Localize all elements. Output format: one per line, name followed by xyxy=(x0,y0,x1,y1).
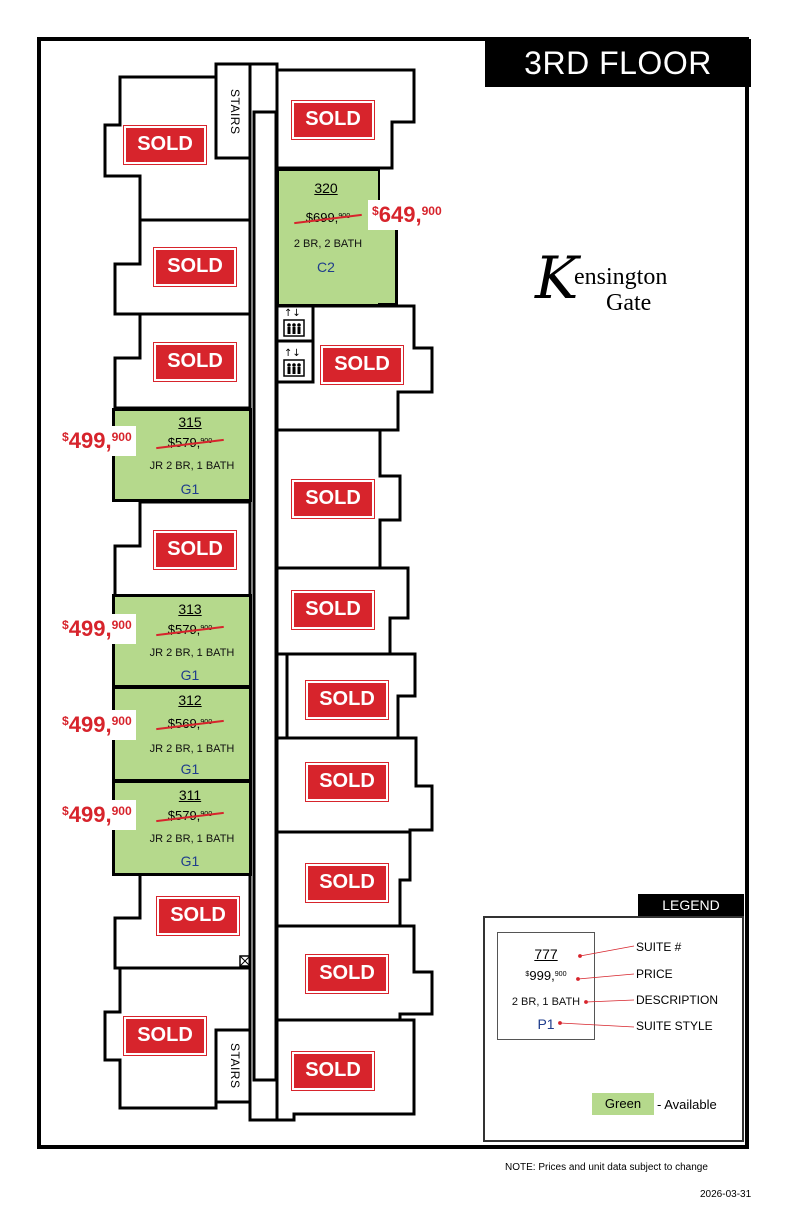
sold-badge: SOLD xyxy=(153,247,237,287)
old-price: $579,900 xyxy=(156,622,224,637)
disclaimer-note: NOTE: Prices and unit data subject to ch… xyxy=(505,1162,708,1173)
plan-frame xyxy=(37,37,749,1149)
new-price: $499,900 xyxy=(58,614,136,644)
suite-style: C2 xyxy=(317,259,335,275)
suite-style: G1 xyxy=(180,481,200,497)
unit-description: JR 2 BR, 1 BATH xyxy=(149,460,235,472)
sold-badge: SOLD xyxy=(305,680,389,720)
date-stamp: 2026-03-31 xyxy=(700,1189,752,1200)
stairs-outline xyxy=(214,62,252,160)
unit-number: 313 xyxy=(178,601,202,617)
unit-number: 311 xyxy=(178,787,202,803)
legend-sample-number: 777 xyxy=(534,946,558,962)
legend-label-suite: SUITE # xyxy=(636,940,682,954)
sold-badge: SOLD xyxy=(291,100,375,140)
new-price: $499,900 xyxy=(58,710,136,740)
logo-initial: K xyxy=(535,244,579,312)
stairs-label-top: STAIRS xyxy=(228,89,242,135)
sold-badge: SOLD xyxy=(320,345,404,385)
new-price: $649,900 xyxy=(368,200,446,230)
unit-outline xyxy=(103,966,252,1110)
old-price: $569,900 xyxy=(156,716,224,731)
legend-sample-price: $999,900 xyxy=(525,968,567,983)
sold-badge: SOLD xyxy=(305,762,389,802)
sold-badge: SOLD xyxy=(153,342,237,382)
unit-outline xyxy=(275,1018,416,1122)
unit-description: JR 2 BR, 1 BATH xyxy=(149,743,235,755)
sold-badge: SOLD xyxy=(291,479,375,519)
sold-badge: SOLD xyxy=(153,530,237,570)
old-price: $579,900 xyxy=(156,435,224,450)
stairs-label-bottom: STAIRS xyxy=(228,1043,242,1089)
legend-label-style: SUITE STYLE xyxy=(636,1019,713,1033)
logo-line2: Gate xyxy=(606,290,652,316)
sold-badge: SOLD xyxy=(123,125,207,165)
suite-style: G1 xyxy=(180,853,200,869)
floor-title: 3RD FLOOR xyxy=(485,39,751,87)
sold-badge: SOLD xyxy=(123,1016,207,1056)
unit-number: 315 xyxy=(178,414,202,430)
unit-description: JR 2 BR, 1 BATH xyxy=(149,647,235,659)
sold-badge: SOLD xyxy=(291,590,375,630)
old-price: $699,900 xyxy=(294,210,362,225)
logo-line1: ensington xyxy=(574,264,668,290)
stairs-outline xyxy=(214,1028,252,1104)
sold-badge: SOLD xyxy=(291,1051,375,1091)
legend-sample-style: P1 xyxy=(537,1016,555,1032)
unit-description: 2 BR, 2 BATH xyxy=(293,238,363,250)
sold-badge: SOLD xyxy=(305,954,389,994)
unit-number: 320 xyxy=(314,180,338,196)
suite-style: G1 xyxy=(180,761,200,777)
sold-badge: SOLD xyxy=(305,863,389,903)
new-price: $499,900 xyxy=(58,800,136,830)
svg-text:↑↓: ↑↓ xyxy=(284,308,301,319)
legend-label-price: PRICE xyxy=(636,967,673,981)
suite-style: G1 xyxy=(180,667,200,683)
unit-outline xyxy=(275,566,410,656)
legend-available-label: - Available xyxy=(657,1097,717,1112)
new-price: $499,900 xyxy=(58,426,136,456)
legend-sample-description: 2 BR, 1 BATH xyxy=(511,996,581,1008)
legend-label-description: DESCRIPTION xyxy=(636,993,719,1007)
old-price: $579,900 xyxy=(156,808,224,823)
legend-sample xyxy=(497,932,595,1040)
unit-description: JR 2 BR, 1 BATH xyxy=(149,833,235,845)
sold-badge: SOLD xyxy=(156,896,240,936)
unit-number: 312 xyxy=(178,692,202,708)
legend-box xyxy=(483,916,744,1142)
unit-outline xyxy=(113,218,252,316)
svg-text:↑↓: ↑↓ xyxy=(284,348,301,359)
legend-green-key: Green xyxy=(592,1093,654,1115)
legend-title: LEGEND xyxy=(638,894,744,916)
elevator-icon: ↑↓ ↑↓ xyxy=(283,308,305,377)
